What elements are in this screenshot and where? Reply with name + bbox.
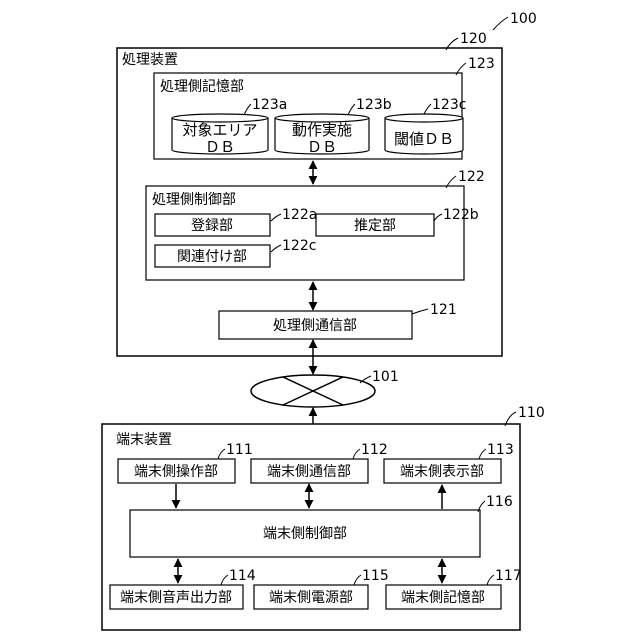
processing-storage-ref: 123 <box>468 56 495 72</box>
threshold-db-ref: 123c <box>432 97 466 113</box>
terminal-control-label: 端末側制御部 <box>263 526 347 542</box>
action-execution-db-label-1: 動作実施 <box>292 121 352 139</box>
processing-control-title: 処理側制御部 <box>152 192 236 208</box>
threshold-db-label: 閾値ＤＢ <box>394 130 454 148</box>
terminal-display-label: 端末側表示部 <box>400 464 484 480</box>
system-ref: 100 <box>510 11 537 27</box>
processing-control-ref: 122 <box>458 169 485 185</box>
terminal-audio-ref: 114 <box>229 568 256 584</box>
terminal-device-ref: 110 <box>518 405 545 421</box>
estimation-unit-label: 推定部 <box>354 218 396 234</box>
target-area-db-label-2: ＤＢ <box>205 138 235 156</box>
terminal-device-title: 端末装置 <box>116 432 172 448</box>
terminal-power-ref: 115 <box>362 568 389 584</box>
terminal-power-label: 端末側電源部 <box>269 590 353 606</box>
network-icon <box>251 375 375 407</box>
processing-device-ref: 120 <box>460 31 487 47</box>
registration-unit-ref: 122a <box>282 207 317 223</box>
action-execution-db: 動作実施 ＤＢ <box>275 114 369 156</box>
terminal-audio-label: 端末側音声出力部 <box>120 589 232 606</box>
estimation-unit-ref: 122b <box>443 207 479 223</box>
processing-comm-ref: 121 <box>430 302 457 318</box>
target-area-db-ref: 123a <box>252 97 287 113</box>
terminal-storage-ref: 117 <box>495 568 522 584</box>
terminal-control-ref: 116 <box>486 494 513 510</box>
processing-storage-title: 処理側記憶部 <box>160 78 244 95</box>
terminal-operation-label: 端末側操作部 <box>134 464 218 480</box>
terminal-comm-ref: 112 <box>361 442 388 458</box>
terminal-storage-label: 端末側記憶部 <box>401 589 485 606</box>
processing-comm-label: 処理側通信部 <box>273 318 357 334</box>
association-unit-ref: 122c <box>282 238 316 254</box>
terminal-display-ref: 113 <box>487 442 514 458</box>
action-execution-db-label-2: ＤＢ <box>307 138 337 156</box>
network-ref: 101 <box>372 369 399 385</box>
processing-device-title: 処理装置 <box>122 52 178 68</box>
association-unit-label: 関連付け部 <box>177 249 247 265</box>
action-execution-db-ref: 123b <box>356 97 392 113</box>
terminal-operation-ref: 111 <box>226 442 253 458</box>
registration-unit-label: 登録部 <box>191 218 233 234</box>
system-ref-leader <box>493 17 508 30</box>
target-area-db: 対象エリア ＤＢ <box>172 114 268 156</box>
threshold-db: 閾値ＤＢ <box>385 114 463 154</box>
target-area-db-label-1: 対象エリア <box>182 121 257 139</box>
terminal-comm-label: 端末側通信部 <box>267 464 351 480</box>
